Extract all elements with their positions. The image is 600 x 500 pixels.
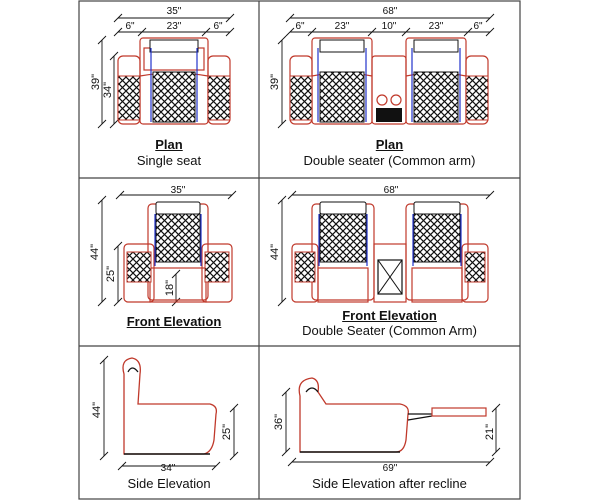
- front-single-drawing: [97, 190, 237, 307]
- plan-double-subtitle: Double seater (Common arm): [303, 153, 476, 168]
- front-double-subtitle: Double Seater (Common Arm): [302, 323, 477, 338]
- plan-double-total-width: 68": [383, 6, 398, 17]
- plan-double-depth: 39": [269, 74, 281, 90]
- plan-double-title: Plan: [375, 137, 404, 152]
- plan-single-drawing: [97, 13, 235, 129]
- front-double-drawing: [277, 190, 495, 307]
- side-depth: 34": [161, 463, 176, 474]
- panel-grid: [78, 0, 521, 500]
- side-title: Side Elevation: [127, 476, 211, 491]
- plan-double-seat2-width: 23": [429, 21, 444, 32]
- front-single-height: 44": [89, 244, 101, 260]
- front-double-height: 44": [269, 244, 281, 260]
- front-single-width: 35": [171, 185, 186, 196]
- front-single-title: Front Elevation: [126, 314, 222, 329]
- plan-single-arm-left: 6": [125, 21, 135, 32]
- side-recline-title: Side Elevation after recline: [312, 476, 467, 491]
- front-single-arm-height: 25": [105, 266, 117, 282]
- plan-single-seat-width: 23": [167, 21, 182, 32]
- cup-holder-icon: [376, 94, 402, 122]
- side-arm-height: 25": [221, 424, 233, 440]
- plan-single-total-width: 35": [167, 6, 182, 17]
- front-double-title: Front Elevation: [342, 308, 437, 323]
- plan-double-common-arm: 10": [382, 21, 397, 32]
- plan-double-arm-right: 6": [473, 21, 483, 32]
- plan-single-subtitle: Single seat: [136, 153, 202, 168]
- plan-single-title: Plan: [155, 137, 183, 152]
- plan-double-arm-left: 6": [295, 21, 305, 32]
- side-recline-drawing: [281, 377, 501, 467]
- front-single-seat-height: 18": [164, 280, 176, 296]
- plan-single-depth: 39": [90, 74, 102, 90]
- side-recline-height: 36": [273, 414, 285, 430]
- side-height: 44": [91, 402, 103, 418]
- side-recline-footrest-height: 21": [484, 424, 496, 440]
- front-double-width: 68": [384, 185, 399, 196]
- side-recline-length: 69": [383, 463, 398, 474]
- storage-box-icon: [377, 259, 403, 295]
- plan-single-arm-right: 6": [213, 21, 223, 32]
- side-drawing: [99, 355, 239, 471]
- plan-double-drawing: [277, 13, 495, 129]
- plan-double-seat1-width: 23": [335, 21, 350, 32]
- plan-single-seat-depth: 34": [102, 82, 114, 98]
